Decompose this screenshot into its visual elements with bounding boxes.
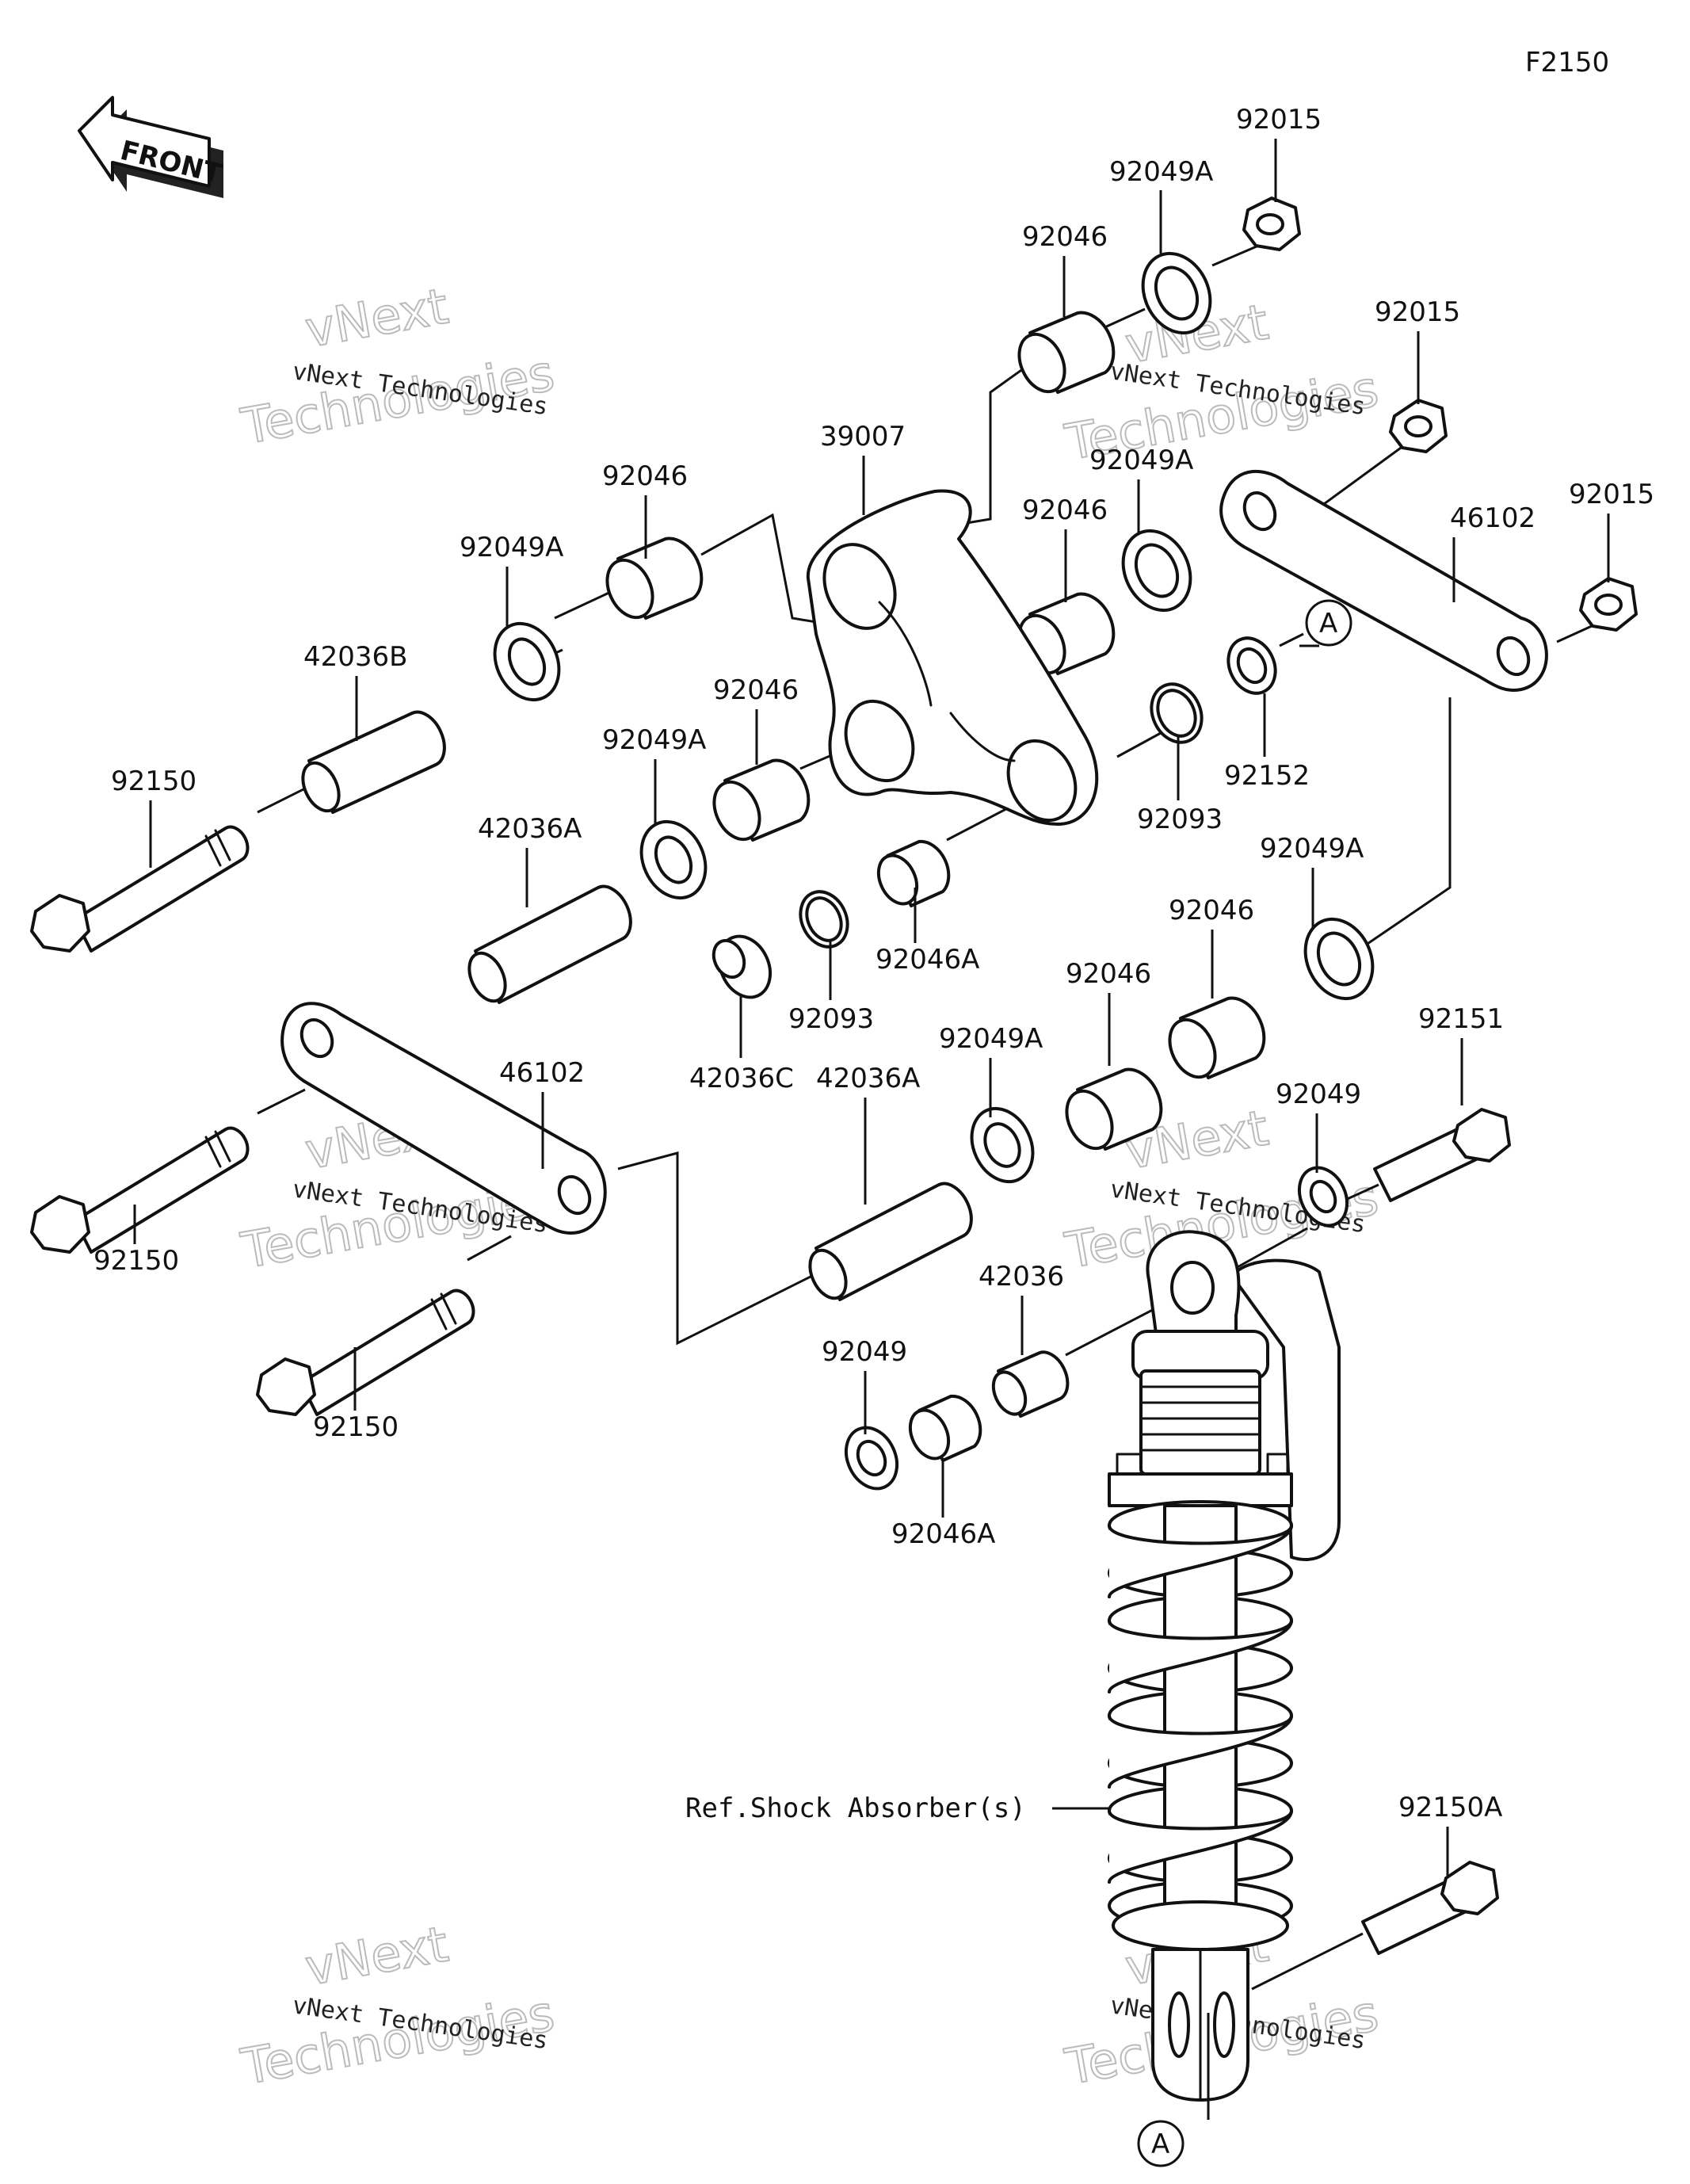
label-42036A-b: 42036A: [816, 1063, 920, 1094]
label-92150-b: 92150: [93, 1245, 179, 1277]
front-arrow-icon: FRONT: [78, 96, 225, 198]
label-92152: 92152: [1224, 760, 1310, 792]
rocker-arm-39007: [806, 489, 1099, 826]
bearing-92046-d: [712, 758, 811, 842]
label-92049A-e: 92049A: [602, 724, 706, 756]
svg-text:Ref.Shock Absorber(s): Ref.Shock Absorber(s): [685, 1793, 1026, 1824]
label-92049A-c: 92049A: [460, 532, 563, 563]
svg-text:vNext: vNext: [301, 1915, 452, 1996]
seal-92049A-b: [1121, 529, 1192, 613]
label-92150A: 92150A: [1398, 1792, 1502, 1823]
seal-92049-a: [1297, 1166, 1349, 1228]
tie-rod-46102-b: [280, 1002, 607, 1235]
label-42036B: 42036B: [303, 641, 407, 673]
body-threads: [1139, 1385, 1261, 1452]
seal-92049A-e: [1303, 917, 1375, 1001]
diagram-id: F2150: [1525, 47, 1609, 78]
callout-a-bottom: A: [1137, 2013, 1210, 2167]
label-92049A-b: 92049A: [1089, 445, 1193, 476]
bolt-92150-a: [30, 825, 250, 953]
label-92015-b: 92015: [1375, 296, 1460, 328]
label-92046A-b: 92046A: [891, 1518, 995, 1550]
label-92046-a: 92046: [1022, 221, 1108, 253]
collar-42036A-a: [467, 884, 632, 1004]
bolt-92151: [1373, 1108, 1511, 1202]
tie-rod-46102-a: [1219, 469, 1548, 692]
label-92046A-a: 92046A: [876, 944, 979, 976]
label-42036C: 42036C: [689, 1063, 794, 1094]
bearing-92046-b: [605, 536, 704, 620]
label-92093-b: 92093: [788, 1003, 874, 1035]
label-46102-b: 46102: [499, 1057, 585, 1089]
bearing-92046A-b: [908, 1394, 982, 1462]
label-92046-d: 92046: [713, 674, 799, 706]
nut-92015-a: [1242, 197, 1301, 251]
label-92150-c: 92150: [313, 1411, 399, 1443]
bearing-92046-a: [1017, 311, 1116, 394]
spring-front-coils: [1108, 1524, 1293, 1884]
collar-42036: [991, 1350, 1070, 1418]
svg-text:vNext: vNext: [301, 277, 452, 358]
svg-text:A: A: [1319, 608, 1337, 640]
washer-92093-a: [1150, 682, 1204, 744]
bolt-92150-c: [256, 1289, 475, 1416]
seal-92049A-c: [493, 621, 561, 702]
label-92046-c: 92046: [1022, 494, 1108, 526]
seal-92049A-a: [1141, 251, 1212, 335]
label-92015-a: 92015: [1236, 104, 1322, 136]
label-92015-c: 92015: [1569, 479, 1654, 510]
bearing-92046-c: [1017, 592, 1116, 675]
label-92046-e: 92046: [1169, 895, 1254, 926]
seal-92049A-d: [639, 819, 708, 900]
label-92093-a: 92093: [1137, 804, 1223, 835]
label-92046-f: 92046: [1066, 958, 1151, 990]
label-42036A-a: 42036A: [478, 813, 582, 845]
label-92150-a: 92150: [111, 766, 196, 797]
label-92049A-a: 92049A: [1109, 156, 1213, 188]
bolt-92150A: [1361, 1861, 1499, 1955]
seal-92049-b: [844, 1426, 899, 1491]
shock-absorber: [1108, 1230, 1341, 2102]
bearing-92046A-a: [876, 839, 951, 907]
label-46102-a: 46102: [1450, 502, 1535, 534]
label-92049-a: 92049: [1276, 1079, 1361, 1110]
nut-92015-c: [1579, 577, 1638, 632]
seal-92049A-f: [970, 1106, 1035, 1184]
bearing-92046-f: [1065, 1067, 1163, 1151]
nut-92015-b: [1389, 399, 1448, 453]
washer-92093-b: [799, 890, 849, 949]
label-92049A-d: 92049A: [1260, 833, 1364, 865]
label-42036: 42036: [979, 1261, 1064, 1292]
label-92049-b: 92049: [822, 1336, 907, 1368]
bolt-92150-b: [30, 1126, 250, 1254]
label-92151: 92151: [1418, 1003, 1504, 1035]
label-92046-b: 92046: [602, 460, 688, 492]
collar-42036C: [711, 934, 773, 999]
washer-92152: [1226, 636, 1277, 695]
label-39007: 39007: [820, 421, 906, 452]
part-labels: 92015 92049A 92046 92015 92015 39007 920…: [93, 104, 1654, 1878]
svg-text:A: A: [1151, 2129, 1169, 2160]
collar-42036B: [301, 710, 446, 814]
collar-42036A-b: [808, 1182, 973, 1301]
label-92049A-f: 92049A: [939, 1023, 1043, 1055]
ref-shock-absorber-label: Ref.Shock Absorber(s): [685, 1793, 1109, 1824]
bearing-92046-e: [1168, 996, 1266, 1079]
callout-a-top: A: [1279, 599, 1352, 647]
